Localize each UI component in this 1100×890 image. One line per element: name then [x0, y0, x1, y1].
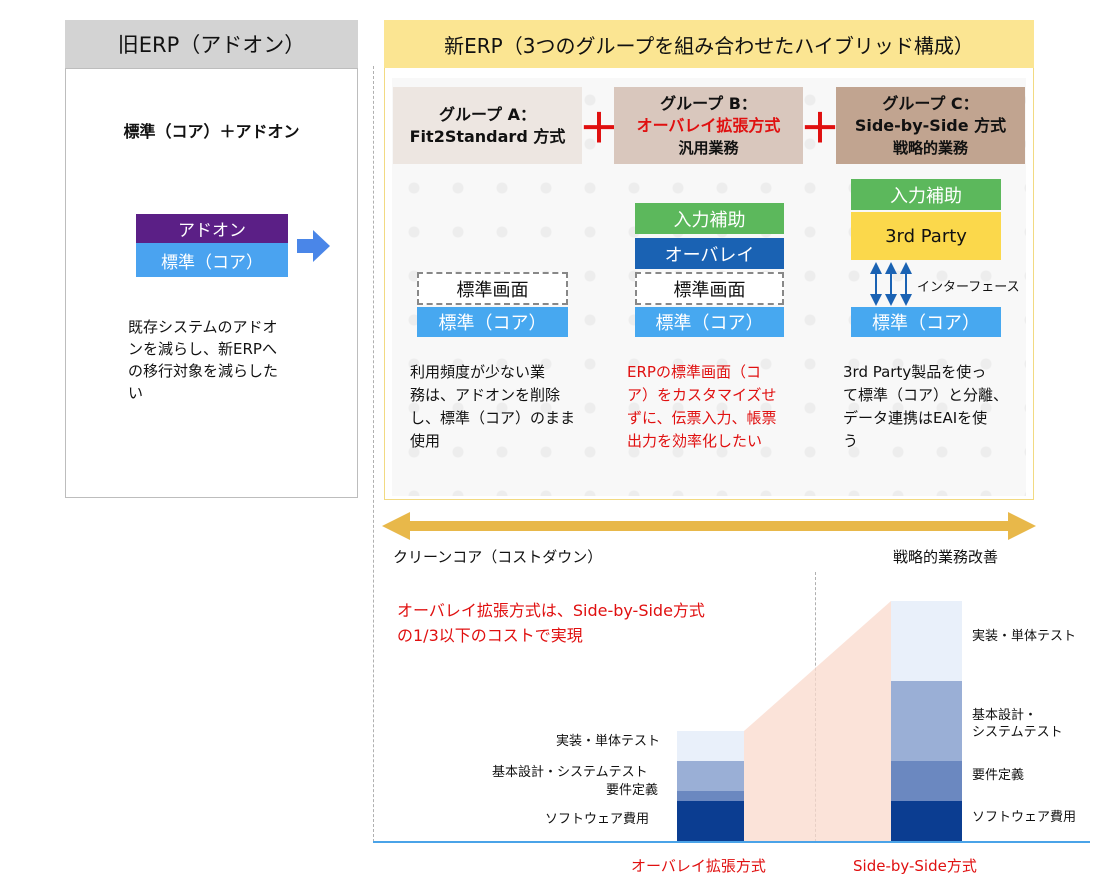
bar-label: 要件定義 — [972, 768, 1025, 783]
group-c-description: 3rd Party製品を使って標準（コア）と分離、 データ連携はEAIを使う — [843, 363, 1009, 450]
interface-label: インターフェース — [917, 280, 1020, 295]
group-b-overlay: オーバレイ — [635, 238, 784, 269]
bar-segment — [677, 761, 744, 791]
bar-segment — [891, 761, 962, 801]
bar-label: 実装・単体テスト — [556, 734, 661, 749]
arrow-right-icon — [297, 230, 330, 262]
clean-core-label: クリーンコア（コストダウン） — [393, 548, 603, 566]
bar-segment — [891, 601, 962, 681]
bar-label: システムテスト — [972, 725, 1063, 740]
cost-comparison-note: オーバレイ拡張方式は、Side-by-Side方式 の1/3以下のコストで実現 — [397, 601, 705, 645]
old-erp-subtitle: 標準（コア）＋アドオン — [123, 122, 300, 141]
group-a-header: グループ A：Fit2Standard 方式 — [393, 87, 582, 164]
category-label: Side-by-Side方式 — [853, 857, 977, 875]
category-label: オーバレイ拡張方式 — [631, 857, 766, 875]
bar-segment — [677, 731, 744, 761]
bar-label: 基本設計・ — [972, 708, 1038, 723]
group-c-core: 標準（コア） — [851, 307, 1001, 337]
divider-line — [373, 66, 374, 842]
bar-label: 実装・単体テスト — [972, 629, 1077, 644]
old-erp-header: 旧ERP（アドオン） — [65, 20, 358, 68]
group-c-input-assist: 入力補助 — [851, 179, 1001, 210]
bar-label: 要件定義 — [606, 783, 659, 798]
plus-icon: ＋ — [579, 106, 619, 152]
group-c-header: グループ C：Side-by-Side 方式戦略的業務 — [836, 87, 1025, 164]
bar-segment — [677, 791, 744, 801]
new-erp-header: 新ERP（3つのグループを組み合わせたハイブリッド構成） — [384, 20, 1034, 68]
bar-segment — [891, 681, 962, 761]
bidirectional-arrows-icon — [870, 262, 912, 306]
bar-label: ソフトウェア費用 — [972, 810, 1077, 825]
group-b-description: ERPの標準画面（コア）をカスタマイズせ ずに、伝票入力、帳票出力を効率化したい — [627, 363, 777, 450]
group-b-header: グループ B：オーバレイ拡張方式汎用業務 — [614, 87, 803, 164]
plus-icon: ＋ — [800, 106, 840, 152]
bar-segment — [677, 801, 744, 841]
old-core-block: 標準（コア） — [136, 243, 288, 277]
group-b-standard-screen: 標準画面 — [635, 272, 784, 305]
old-erp-panel — [65, 68, 358, 498]
bar-label: 基本設計・システムテスト — [492, 765, 648, 780]
group-a-core: 標準（コア） — [417, 307, 568, 337]
group-c-third-party: 3rd Party — [851, 212, 1001, 260]
cost-increase-band — [744, 601, 891, 841]
double-arrow-icon — [382, 512, 1036, 540]
strategic-improvement-label: 戦略的業務改善 — [893, 548, 999, 566]
group-a-description: 利用頻度が少ない業務は、アドオンを削除 し、標準（コア）のまま使用 — [410, 363, 576, 450]
group-b-core: 標準（コア） — [635, 307, 784, 337]
old-addon-block: アドオン — [136, 214, 288, 243]
old-erp-description: 既存システムのアドオ ンを減らし、新ERPへ の移行対象を減らした い — [128, 318, 279, 402]
group-b-input-assist: 入力補助 — [635, 203, 784, 234]
bar-segment — [891, 801, 962, 841]
bar-label: ソフトウェア費用 — [545, 812, 650, 827]
group-a-standard-screen: 標準画面 — [417, 272, 568, 305]
